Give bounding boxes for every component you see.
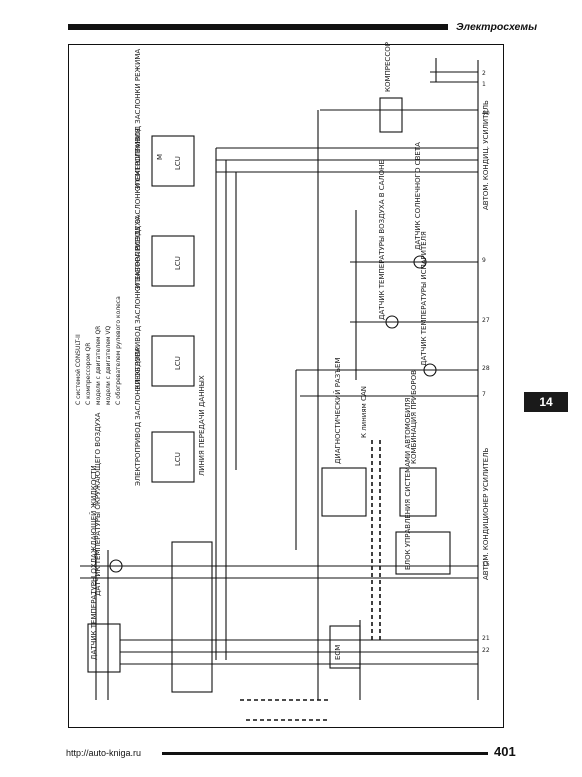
pin-top-1: 1: [482, 81, 486, 88]
pin-left-21: 21: [482, 635, 490, 642]
ecm-label: ECM: [334, 645, 342, 660]
intake-actuator-ecu: LCU: [174, 356, 182, 370]
pin-left-22: 22: [482, 647, 490, 654]
ac-auto-amp-top-label: АВТОМ. КОНДИЦ. УСИЛИТЕЛЬ: [482, 100, 490, 210]
mode-actuator-ecu: LCU: [174, 156, 182, 170]
legend-item-1: С системой CONSULT-II: [75, 334, 82, 405]
legend-item-3: модели с двигателем QR: [95, 326, 102, 405]
pin-side-9: 9: [482, 257, 486, 264]
footer-rule: [162, 752, 488, 755]
data-line-label: ЛИНИЯ ПЕРЕДАЧИ ДАННЫХ: [198, 375, 206, 476]
page-number: 401: [494, 744, 516, 759]
footer-url[interactable]: http://auto-kniga.ru: [66, 748, 142, 758]
mode-actuator-motor: M: [156, 154, 164, 160]
vent-actuator-label: ЭЛЕКТРОПРИВОД ЗАСЛОНКИ ОБДУВА: [134, 347, 142, 486]
diagram-frame: [68, 44, 504, 728]
legend-item-2: С компрессором QR: [85, 343, 92, 405]
pin-top-40: 40: [482, 110, 490, 117]
diag-connector-label: ДИАГНОСТИЧЕСКИЙ РАЗЪЕМ: [333, 357, 342, 464]
mode-actuator-label: ЭЛЕКТРОПРИВОД ЗАСЛОНКИ РЕЖИМА: [134, 49, 142, 190]
pin-side-15: 15: [482, 561, 490, 568]
mix-actuator-ecu: LCU: [174, 256, 182, 270]
evap-sensor-label: ДАТЧИК ТЕМПЕРАТУРЫ ИСПАРИТЕЛЯ: [420, 231, 428, 366]
ac-auto-amp-bottom-label: АВТОМ. КОНДИЦИОНЕР УСИЛИТЕЛЬ: [482, 448, 490, 580]
vent-actuator-ecu: LCU: [174, 452, 182, 466]
pin-top-2a: 2: [482, 70, 486, 77]
page-header-title: Электросхемы: [456, 21, 538, 33]
ambient-sensor-label: ДАТЧИК ТЕМПЕРАТУРЫ ОКРУЖАЮЩЕГО ВОЗДУХА: [94, 412, 102, 596]
mix-actuator-label: ЭЛЕКТРОПРИВОД ЗАСЛОНКИ СМЕШИВАНИЯ: [134, 128, 142, 290]
transmission-unit-label: БЛОК УПРАВЛЕНИЯ СИСТЕМАМИ АВТОМОБИЛЯ: [404, 397, 412, 570]
sun-sensor-label: ДАТЧИК СОЛНЕЧНОГО СВЕТА: [414, 142, 422, 250]
legend-item-4: модели с двигателем VQ: [105, 325, 112, 405]
intake-actuator-label: ЭЛЕКТРОПРИВОД ЗАСЛОНКИ ЗАБОРА ВОЗДУХА: [134, 216, 142, 390]
compressor-label: КОМПРЕССОР: [384, 42, 392, 92]
combination-meter-label: КОМБИНАЦИЯ ПРИБОРОВ: [410, 370, 418, 464]
pin-side-27: 27: [482, 317, 490, 324]
header-rule: [68, 24, 448, 30]
pin-side-7: 7: [482, 391, 486, 398]
pin-side-28: 28: [482, 365, 490, 372]
coolant-sensor-label: ДАТЧИК ТЕМПЕРАТУРЫ ОХЛАЖДАЮЩЕЙ ЖИДКОСТИ: [89, 465, 98, 660]
legend-item-5: С обогревателем рулевого колеса: [115, 296, 122, 405]
can-line-label: К линиям CAN: [360, 386, 368, 438]
section-tab: 14: [524, 392, 568, 412]
cabin-sensor-label: ДАТЧИК ТЕМПЕРАТУРЫ ВОЗДУХА В САЛОНЕ: [378, 160, 386, 320]
